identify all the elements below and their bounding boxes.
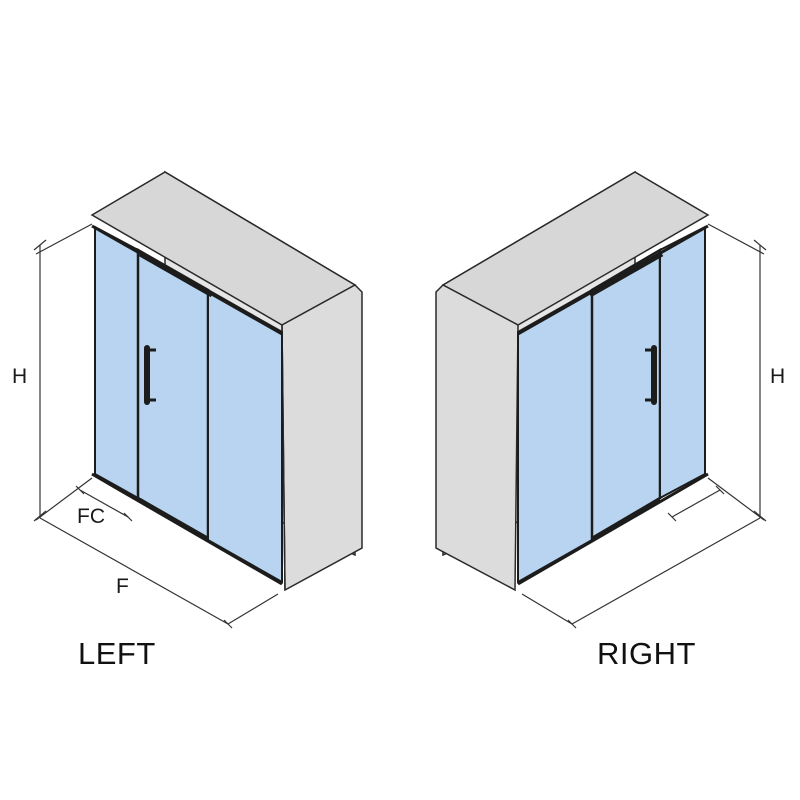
right-enclosure (435, 170, 710, 592)
right-fixed-panel-back (659, 225, 706, 500)
left-front-label: F (116, 575, 129, 598)
left-door-handle (144, 345, 150, 405)
right-height-label: H (770, 365, 785, 388)
left-fixed-panel-front (207, 288, 283, 584)
left-fixed-panel-back (94, 225, 139, 500)
right-door-handle (651, 345, 657, 405)
left-height-label: H (12, 365, 27, 388)
left-dimensions (33, 223, 279, 629)
left-fixed-panel-label: FC (77, 505, 105, 528)
right-fixed-panel-front (517, 288, 593, 584)
right-side-wall (435, 284, 519, 592)
left-enclosure (90, 170, 363, 592)
right-dimensions (521, 223, 767, 629)
left-side-wall (281, 284, 363, 592)
left-caption: LEFT (78, 636, 156, 671)
right-sliding-door (590, 247, 662, 541)
right-caption: RIGHT (597, 636, 696, 671)
